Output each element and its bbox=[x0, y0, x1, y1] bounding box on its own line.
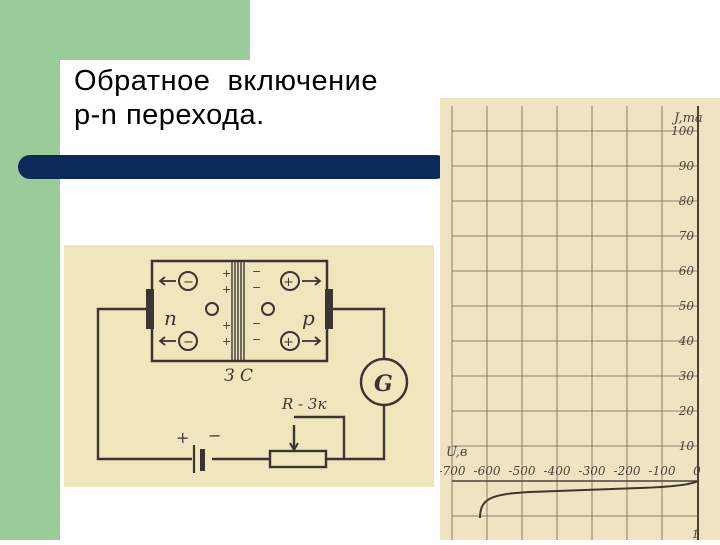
x-tick-label: -400 bbox=[544, 464, 571, 478]
x-axis-label: U,в bbox=[446, 445, 467, 460]
curve-label: 1 bbox=[692, 528, 699, 540]
svg-text:+: + bbox=[283, 275, 294, 290]
circuit-wires bbox=[96, 307, 386, 461]
x-tick-label: 0 bbox=[693, 464, 701, 478]
svg-text:+: + bbox=[283, 335, 294, 350]
x-tick-label: -100 bbox=[649, 464, 676, 478]
reverse-current-curve bbox=[479, 480, 699, 519]
battery-plate-short bbox=[200, 449, 205, 471]
y-tick-label: 20 bbox=[678, 404, 695, 418]
svg-text:−: − bbox=[183, 275, 194, 290]
circuit-diagram-image: + + + + − − − − − − + + n p З С bbox=[64, 245, 434, 487]
svg-text:+: + bbox=[222, 319, 231, 332]
junction-charges: + + + + − − − − bbox=[222, 265, 261, 348]
contact-n bbox=[146, 289, 154, 329]
battery-plus: + bbox=[176, 428, 189, 447]
iv-graph-image: J,ma U,в 1 100 90 80 70 60 50 40 30 20 10 -700 -60… bbox=[439, 98, 720, 541]
battery-minus: − bbox=[208, 426, 221, 445]
title-background bbox=[60, 60, 480, 160]
resistor-wiper bbox=[289, 442, 299, 453]
label-p: p bbox=[302, 306, 315, 330]
y-tick-label: 90 bbox=[679, 159, 695, 173]
junction-zone bbox=[231, 261, 245, 361]
title-line-2: p-n перехода. bbox=[74, 99, 265, 131]
y-tick-labels: 100 90 80 70 60 50 40 30 20 10 bbox=[671, 124, 694, 453]
label-junction: З С bbox=[224, 366, 253, 386]
carrier-signs: − − + + bbox=[183, 275, 294, 350]
circuit-diagram: + + + + − − − − − − + + n p З С bbox=[96, 259, 409, 473]
svg-text:−: − bbox=[252, 333, 261, 346]
svg-text:+: + bbox=[222, 283, 231, 296]
left-accent-bar bbox=[0, 0, 60, 540]
y-tick-label: 60 bbox=[679, 264, 695, 278]
title-divider bbox=[18, 155, 448, 179]
x-tick-label: -700 bbox=[440, 464, 466, 478]
resistor bbox=[268, 449, 328, 469]
y-tick-label: 10 bbox=[679, 439, 695, 453]
drift-arrows bbox=[158, 276, 322, 346]
iv-graph: J,ma U,в 1 100 90 80 70 60 50 40 30 20 10 -700 -60… bbox=[439, 106, 703, 541]
galvanometer bbox=[359, 357, 409, 407]
x-tick-labels: -700 -600 -500 -400 -300 -200 -100 0 bbox=[439, 464, 702, 478]
x-tick-label: -500 bbox=[509, 464, 536, 478]
y-tick-label: 80 bbox=[679, 194, 695, 208]
contact-p bbox=[325, 289, 333, 329]
x-tick-label: -200 bbox=[614, 464, 641, 478]
y-tick-label: 50 bbox=[679, 299, 695, 313]
svg-text:+: + bbox=[222, 335, 231, 348]
top-accent-block bbox=[0, 0, 250, 60]
carriers bbox=[178, 271, 300, 351]
y-tick-label: 70 bbox=[679, 229, 695, 243]
slide-title: Обратное включение p-n перехода. bbox=[74, 64, 378, 132]
y-axis-label: J,ma bbox=[671, 111, 703, 126]
crystal-body bbox=[150, 259, 329, 363]
svg-text:+: + bbox=[222, 267, 231, 280]
y-tick-label: 30 bbox=[679, 369, 695, 383]
label-n: n bbox=[164, 306, 177, 330]
galvanometer-label: G bbox=[374, 371, 393, 397]
y-tick-label: 100 bbox=[671, 124, 694, 138]
svg-text:−: − bbox=[252, 265, 261, 278]
title-line-1: Обратное включение bbox=[74, 65, 378, 97]
y-tick-label: 40 bbox=[678, 334, 695, 348]
x-tick-label: -600 bbox=[474, 464, 501, 478]
label-resistor: R - 3к bbox=[281, 395, 326, 413]
svg-text:−: − bbox=[183, 335, 194, 350]
x-tick-label: -300 bbox=[579, 464, 606, 478]
svg-text:−: − bbox=[252, 281, 261, 294]
svg-text:−: − bbox=[252, 317, 261, 330]
